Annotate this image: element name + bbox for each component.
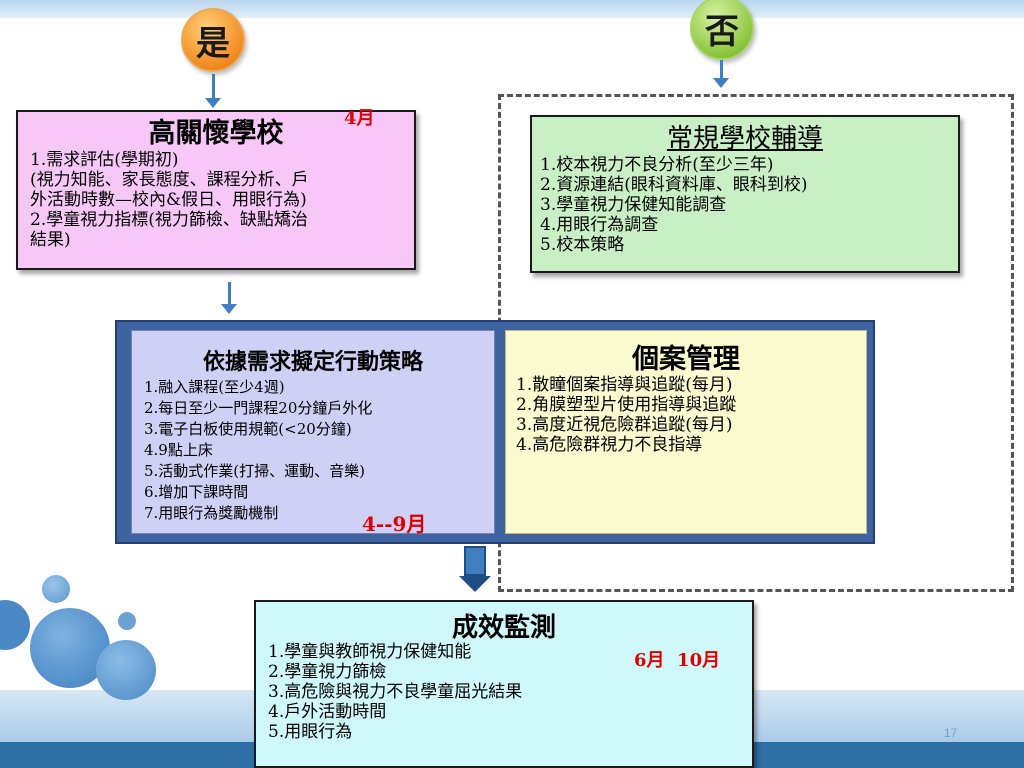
- case-title: 個案管理: [632, 344, 740, 375]
- regular-line: 5.校本策略: [540, 235, 625, 255]
- strategy-line: 4.9點上床: [144, 441, 213, 459]
- monitor-line: 3.高危險與視力不良學童屈光結果: [268, 682, 523, 702]
- decor-bubble-left: [0, 600, 30, 650]
- monitor-line: 1.學童與教師視力保健知能: [268, 642, 472, 662]
- monitor-block-arrow-body: [464, 546, 486, 576]
- strategy-line: 7.用眼行為獎勵機制: [144, 504, 279, 522]
- strategy-line: 3.電子白板使用規範(<20分鐘): [144, 420, 352, 438]
- strategy-line: 2.每日至少一門課程20分鐘戶外化: [144, 399, 373, 417]
- monitor-time-label: 6月 10月: [634, 650, 721, 671]
- strategy-time-label: 4--9月: [362, 512, 427, 536]
- high-care-line: 2.學童視力指標(視力篩檢、缺點矯治: [30, 210, 308, 230]
- monitor-block-arrow-head: [459, 576, 491, 592]
- strategy-line: 6.增加下課時間: [144, 483, 249, 501]
- high-care-line: 1.需求評估(學期初): [30, 150, 179, 170]
- high-care-line: 結果): [30, 230, 71, 250]
- yes-circle: 是: [181, 8, 245, 72]
- high-care-time-label: 4月: [344, 108, 375, 129]
- case-line: 2.角膜塑型片使用指導與追蹤: [516, 395, 737, 415]
- yes-label: 是: [196, 23, 230, 64]
- decor-bubble-tiny: [118, 612, 136, 630]
- page-number: 17: [944, 726, 958, 740]
- monitor-line: 5.用眼行為: [268, 722, 353, 742]
- decor-bubble-medium: [96, 640, 156, 700]
- high-care-title: 高關懷學校: [148, 118, 284, 149]
- regular-line: 4.用眼行為調查: [540, 215, 659, 235]
- high-care-line: 外活動時數—校內&假日、用眼行為): [30, 190, 307, 210]
- no-label: 否: [705, 11, 739, 52]
- regular-title: 常規學校輔導: [666, 124, 823, 154]
- top-decor-band: [0, 0, 1024, 18]
- action-strategy-box: 依據需求擬定行動策略 1.融入課程(至少4週) 2.每日至少一門課程20分鐘戶外…: [131, 330, 495, 534]
- case-management-box: 個案管理 1.散瞳個案指導與追蹤(每月) 2.角膜塑型片使用指導與追蹤 3.高度…: [505, 330, 867, 534]
- case-line: 4.高危險群視力不良指導: [516, 435, 703, 455]
- case-line: 3.高度近視危險群追蹤(每月): [516, 415, 733, 435]
- no-arrow-shaft: [720, 60, 723, 80]
- regular-school-box: 常規學校輔導 1.校本視力不良分析(至少三年) 2.資源連結(眼科資料庫、眼科到…: [530, 115, 960, 273]
- monitor-line: 2.學童視力篩檢: [268, 662, 387, 682]
- regular-line: 2.資源連結(眼科資料庫、眼科到校): [540, 175, 808, 195]
- decor-bubble-small: [42, 575, 70, 603]
- no-arrow-head: [713, 78, 729, 88]
- regular-line: 3.學童視力保健知能調查: [540, 195, 727, 215]
- high-care-arrow-shaft: [228, 282, 231, 306]
- yes-arrow-shaft: [212, 74, 215, 100]
- strategy-title: 依據需求擬定行動策略: [202, 349, 423, 375]
- effect-monitoring-box: 成效監測 1.學童與教師視力保健知能 2.學童視力篩檢 3.高危險與視力不良學童…: [254, 600, 754, 768]
- strategy-line: 5.活動式作業(打掃、運動、音樂): [144, 462, 366, 480]
- high-care-arrow-head: [221, 304, 237, 314]
- case-line: 1.散瞳個案指導與追蹤(每月): [516, 375, 733, 395]
- regular-line: 1.校本視力不良分析(至少三年): [540, 155, 774, 175]
- strategy-line: 1.融入課程(至少4週): [144, 378, 285, 396]
- monitor-line: 4.戶外活動時間: [268, 702, 387, 722]
- monitor-title: 成效監測: [451, 613, 556, 643]
- high-care-line: (視力知能、家長態度、課程分析、戶: [30, 170, 309, 190]
- yes-arrow-head: [205, 98, 221, 108]
- high-care-school-box: 高關懷學校 1.需求評估(學期初) (視力知能、家長態度、課程分析、戶 外活動時…: [16, 110, 416, 270]
- no-circle: 否: [690, 0, 754, 60]
